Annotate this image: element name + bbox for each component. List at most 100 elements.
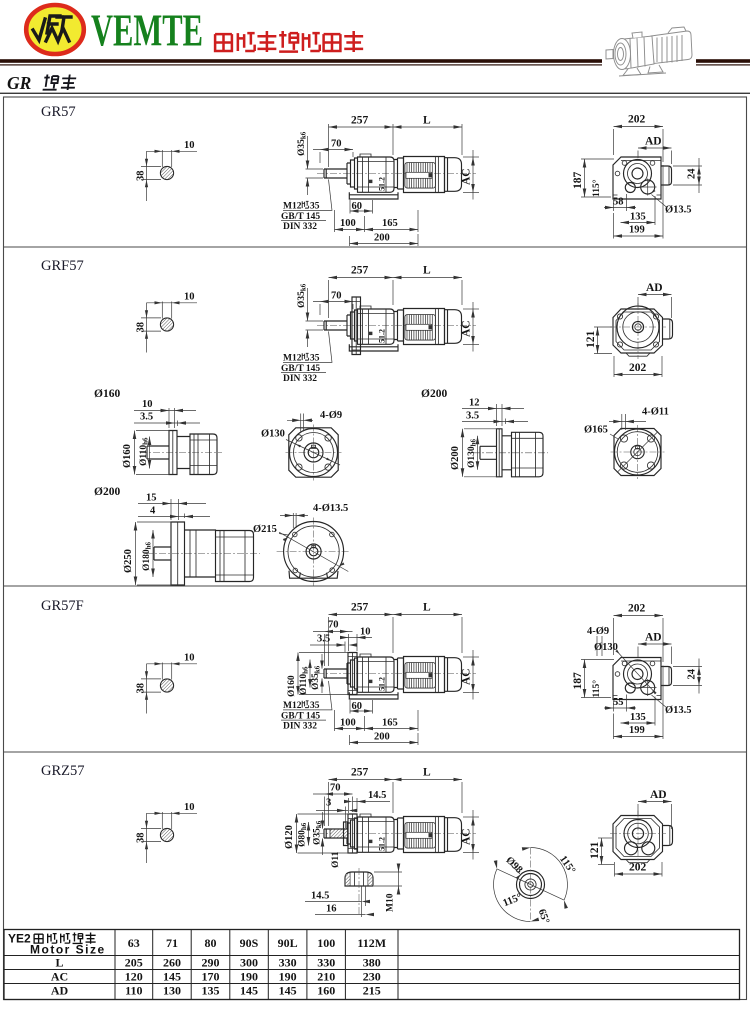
svg-text:Ø215: Ø215 xyxy=(253,524,277,535)
svg-text:257: 257 xyxy=(351,265,369,277)
svg-text:190: 190 xyxy=(240,970,258,984)
svg-text:65°: 65° xyxy=(536,908,551,926)
svg-text:300: 300 xyxy=(240,956,258,970)
svg-text:80: 80 xyxy=(205,936,217,950)
svg-text:135: 135 xyxy=(630,712,646,723)
svg-text:190: 190 xyxy=(279,970,297,984)
svg-text:145: 145 xyxy=(279,984,297,998)
svg-text:70: 70 xyxy=(331,291,342,302)
svg-text:3.5: 3.5 xyxy=(140,412,153,423)
svg-text:Ø130: Ø130 xyxy=(261,429,285,440)
svg-text:230: 230 xyxy=(363,970,381,984)
svg-text:AC: AC xyxy=(461,828,473,845)
svg-text:Motor Size: Motor Size xyxy=(30,943,106,957)
svg-text:Ø160: Ø160 xyxy=(94,388,120,400)
svg-text:Ø110h6: Ø110h6 xyxy=(299,666,310,695)
svg-text:187: 187 xyxy=(572,672,584,690)
svg-text:AD: AD xyxy=(650,789,667,801)
svg-text:3.5: 3.5 xyxy=(317,634,330,645)
svg-text:115°: 115° xyxy=(591,680,602,698)
svg-text:GRZ57: GRZ57 xyxy=(41,763,85,779)
svg-text:GR: GR xyxy=(7,73,31,93)
svg-text:165: 165 xyxy=(382,718,398,729)
svg-text:Ø130: Ø130 xyxy=(594,642,618,653)
svg-text:4-Ø9: 4-Ø9 xyxy=(587,626,609,637)
svg-text:130: 130 xyxy=(163,984,181,998)
svg-text:Ø130h6: Ø130h6 xyxy=(467,438,478,468)
svg-text:Ø160: Ø160 xyxy=(287,675,297,697)
svg-text:257: 257 xyxy=(351,767,369,779)
svg-text:199: 199 xyxy=(629,225,645,236)
svg-text:330: 330 xyxy=(279,956,297,970)
svg-text:L: L xyxy=(423,602,431,614)
svg-text:215: 215 xyxy=(363,984,381,998)
svg-text:Ø160: Ø160 xyxy=(122,444,133,468)
svg-text:Ø13.5: Ø13.5 xyxy=(665,705,692,716)
svg-text:L: L xyxy=(423,265,431,277)
svg-text:Ø80h6: Ø80h6 xyxy=(298,822,309,847)
svg-text:Ø13.5: Ø13.5 xyxy=(665,205,692,216)
svg-text:DIN 332: DIN 332 xyxy=(283,374,317,384)
svg-text:Ø200: Ø200 xyxy=(421,388,447,400)
svg-text:210: 210 xyxy=(317,970,335,984)
svg-text:M12: M12 xyxy=(283,354,302,364)
svg-text:15: 15 xyxy=(146,493,157,504)
svg-text:Ø35k6: Ø35k6 xyxy=(297,131,308,156)
svg-text:257: 257 xyxy=(351,115,369,127)
svg-text:290: 290 xyxy=(202,956,220,970)
svg-text:135: 135 xyxy=(630,212,646,223)
svg-text:257: 257 xyxy=(351,602,369,614)
svg-text:Ø250: Ø250 xyxy=(123,549,134,573)
svg-text:3.5: 3.5 xyxy=(466,411,479,422)
svg-text:AC: AC xyxy=(461,320,473,337)
svg-text:YE2: YE2 xyxy=(8,932,31,946)
svg-text:12: 12 xyxy=(469,398,480,409)
svg-text:Ø11: Ø11 xyxy=(331,851,341,868)
svg-text:4-Ø9: 4-Ø9 xyxy=(320,410,342,421)
svg-text:70: 70 xyxy=(331,139,342,150)
svg-text:200: 200 xyxy=(374,233,390,244)
svg-text:24: 24 xyxy=(687,668,698,679)
svg-text:202: 202 xyxy=(629,862,647,874)
svg-text:AD: AD xyxy=(645,632,662,644)
svg-text:63: 63 xyxy=(128,936,140,950)
svg-text:4: 4 xyxy=(150,506,156,517)
svg-text:165: 165 xyxy=(382,218,398,229)
svg-text:112M: 112M xyxy=(357,936,386,950)
svg-text:Ø35k6: Ø35k6 xyxy=(311,665,322,690)
svg-text:115°: 115° xyxy=(557,854,577,876)
svg-text:199: 199 xyxy=(629,725,645,736)
svg-text:70: 70 xyxy=(330,783,341,794)
svg-text:71: 71 xyxy=(166,936,178,950)
svg-text:202: 202 xyxy=(628,603,646,615)
svg-text:M10: M10 xyxy=(386,893,396,912)
svg-text:90L: 90L xyxy=(278,936,298,950)
svg-text:Ø110h6: Ø110h6 xyxy=(139,437,150,466)
svg-text:AD: AD xyxy=(646,282,663,294)
svg-text:100: 100 xyxy=(317,936,335,950)
svg-text:16: 16 xyxy=(326,904,337,915)
svg-text:AC: AC xyxy=(461,168,473,185)
svg-text:330: 330 xyxy=(317,956,335,970)
svg-text:121: 121 xyxy=(585,331,597,349)
svg-text:AC: AC xyxy=(51,970,68,984)
svg-text:10: 10 xyxy=(360,627,371,638)
svg-text:L: L xyxy=(55,956,63,970)
svg-text:3: 3 xyxy=(326,798,331,809)
svg-text:380: 380 xyxy=(363,956,381,970)
svg-text:35: 35 xyxy=(310,202,320,212)
svg-text:GR57F: GR57F xyxy=(41,598,84,614)
svg-text:100: 100 xyxy=(340,218,356,229)
svg-text:135: 135 xyxy=(202,984,220,998)
svg-text:121: 121 xyxy=(589,842,601,860)
svg-text:100: 100 xyxy=(340,718,356,729)
svg-text:115°: 115° xyxy=(502,892,524,909)
svg-text:Ø200: Ø200 xyxy=(94,486,120,498)
svg-text:DIN 332: DIN 332 xyxy=(283,722,317,732)
svg-text:AC: AC xyxy=(461,668,473,685)
svg-text:200: 200 xyxy=(374,732,390,743)
svg-text:24: 24 xyxy=(687,168,698,179)
svg-text:35: 35 xyxy=(310,354,320,364)
svg-text:170: 170 xyxy=(202,970,220,984)
svg-text:4-Ø13.5: 4-Ø13.5 xyxy=(313,503,348,514)
